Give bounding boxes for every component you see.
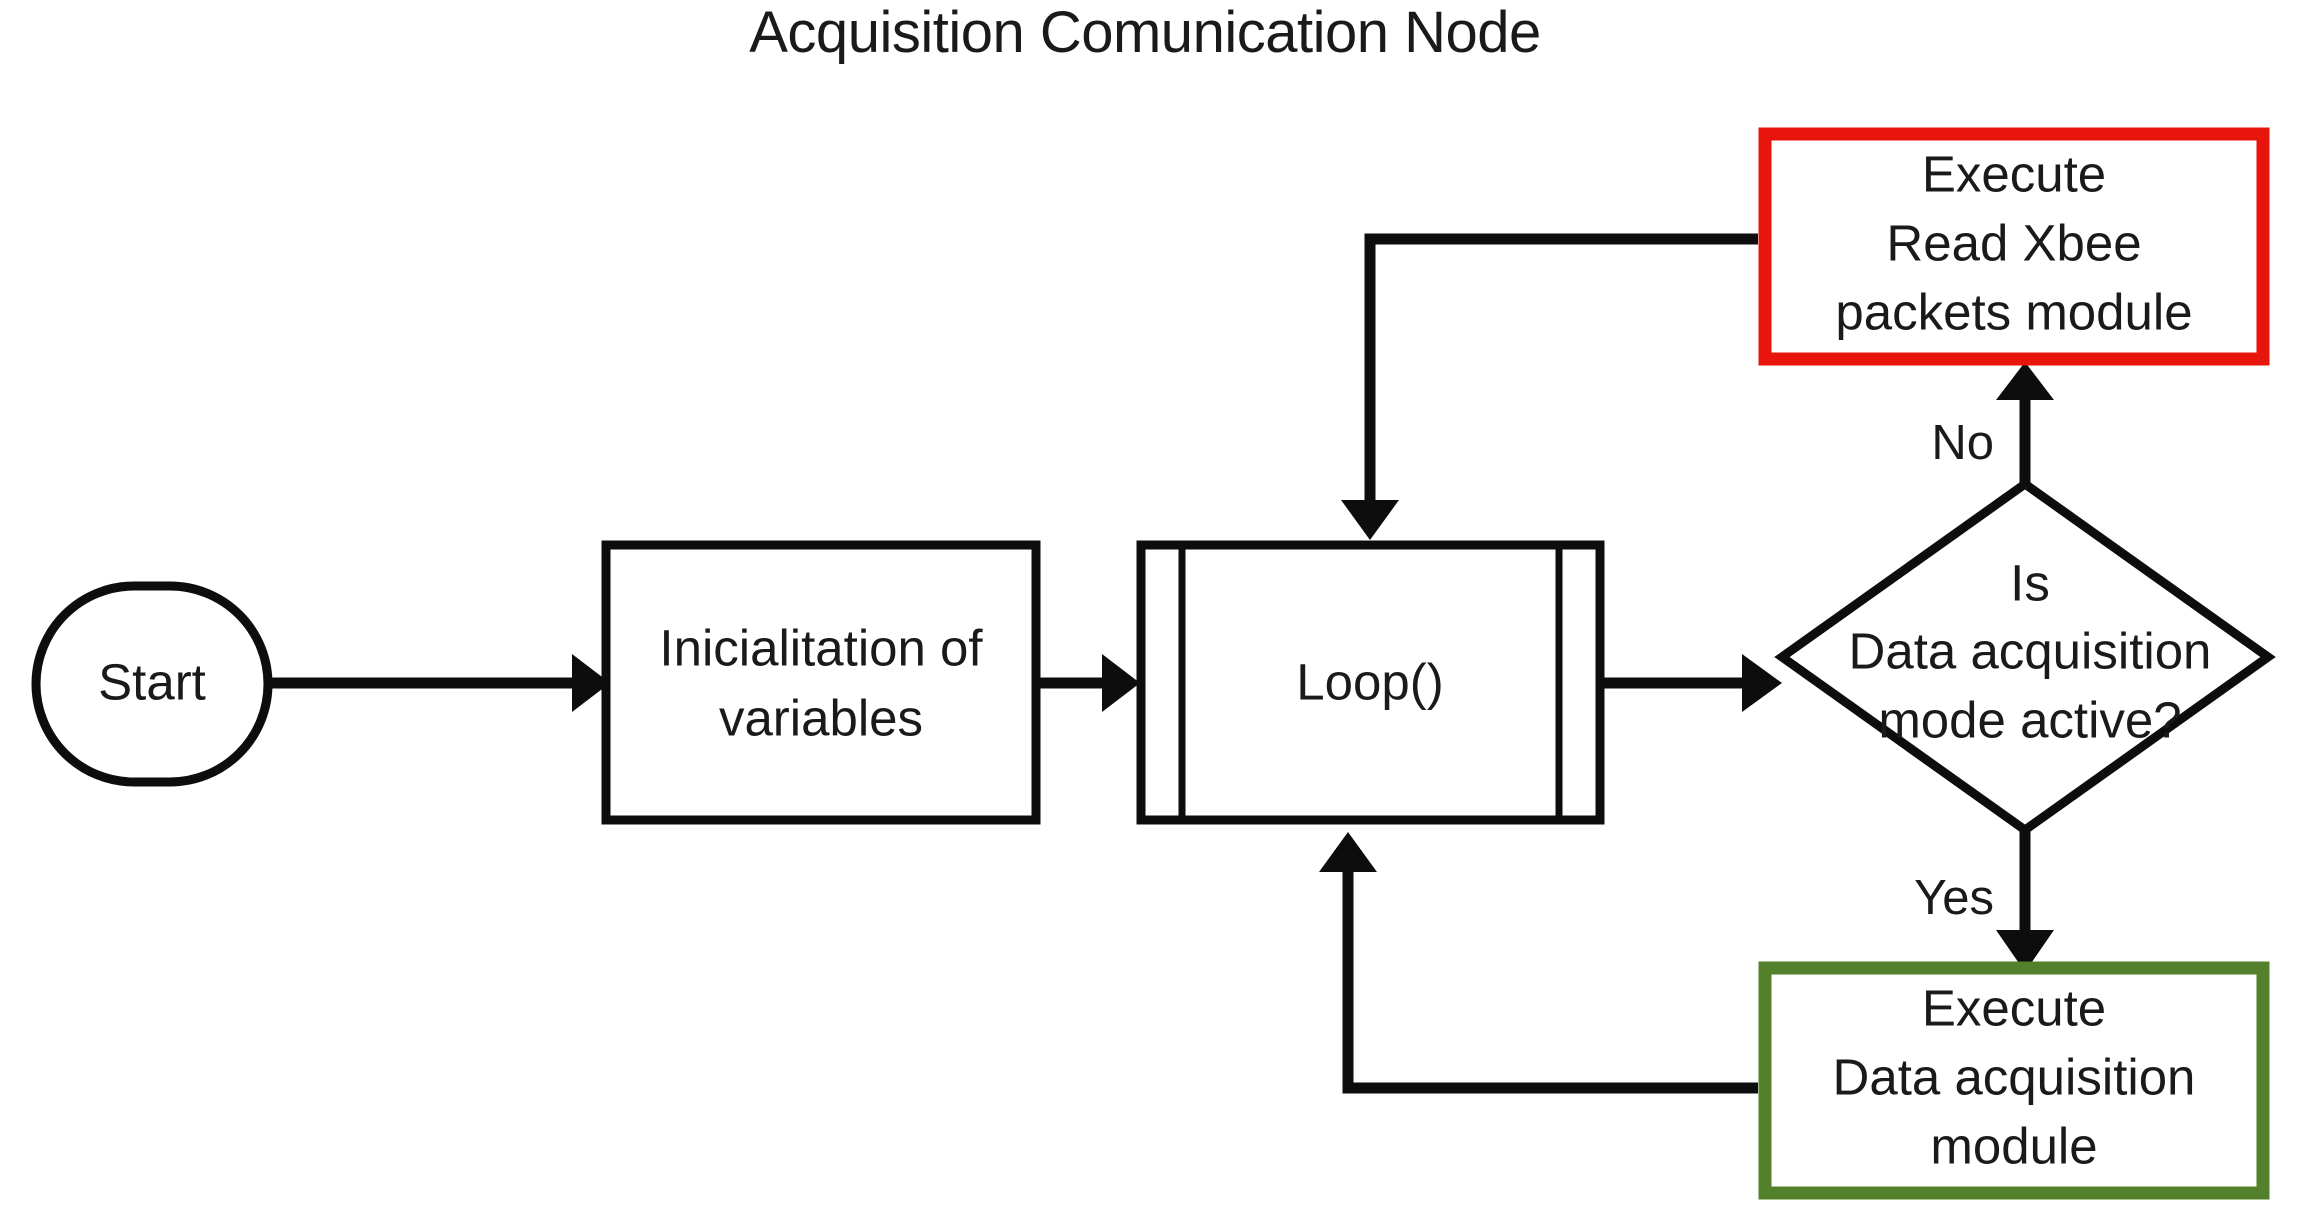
init-variables-label-line2: variables <box>719 689 923 746</box>
node-read-xbee-module[interactable]: Execute Read Xbee packets module <box>1758 127 2270 366</box>
decision-label-line1: Is <box>2010 554 2050 611</box>
connector-start-to-init <box>268 654 610 712</box>
start-shape <box>31 581 273 787</box>
read-xbee-module-shape <box>1758 127 2270 366</box>
decision-label-line2: Data acquisition <box>1849 622 2212 679</box>
connector-loop-to-decision <box>1600 654 1782 712</box>
data-acquisition-module-label-line1: Execute <box>1922 979 2106 1036</box>
decision-label-line3: mode active? <box>1878 691 2181 748</box>
page-title: Acquisition Comunication Node <box>749 0 1541 65</box>
arrow-head-icon <box>1319 832 1377 872</box>
node-start[interactable]: Start <box>31 581 273 787</box>
branch-label-no: No <box>1931 416 1994 470</box>
read-xbee-module-label-line3: packets module <box>1835 283 2192 340</box>
node-init-variables[interactable]: Inicialitation of variables <box>601 540 1041 825</box>
branch-label-yes: Yes <box>1914 871 1994 925</box>
read-xbee-module-label-line1: Execute <box>1922 145 2106 202</box>
connector-line <box>1364 233 1758 500</box>
connector-xbee-to-loop <box>1341 233 1758 540</box>
loop-shape <box>1136 540 1605 825</box>
data-acquisition-module-label-line2: Data acquisition <box>1833 1048 2196 1105</box>
node-decision[interactable]: Is Data acquisition mode active? <box>1774 478 2276 836</box>
init-variables-shape <box>601 540 1041 825</box>
arrow-head-icon <box>1341 500 1399 540</box>
arrow-head-icon <box>1742 654 1782 712</box>
start-label: Start <box>98 653 206 710</box>
decision-shape <box>1774 478 2276 836</box>
connector-decision-yes-to-acquisition <box>1996 830 2054 972</box>
node-data-acquisition-module[interactable]: Execute Data acquisition module <box>1758 961 2270 1200</box>
data-acquisition-module-label-line3: module <box>1930 1117 2097 1174</box>
loop-label: Loop() <box>1296 653 1443 710</box>
arrow-head-icon <box>572 654 610 712</box>
data-acquisition-module-shape <box>1758 961 2270 1200</box>
connector-decision-no-to-xbee <box>1996 362 2054 484</box>
init-variables-label-line1: Inicialitation of <box>659 619 983 676</box>
read-xbee-module-label-line2: Read Xbee <box>1886 214 2141 271</box>
arrow-head-icon <box>1996 930 2054 972</box>
connector-line <box>1342 872 1758 1094</box>
node-loop[interactable]: Loop() <box>1136 540 1605 825</box>
connector-acquisition-to-loop <box>1319 832 1758 1094</box>
arrow-head-icon <box>1996 362 2054 400</box>
arrow-head-icon <box>1102 654 1140 712</box>
